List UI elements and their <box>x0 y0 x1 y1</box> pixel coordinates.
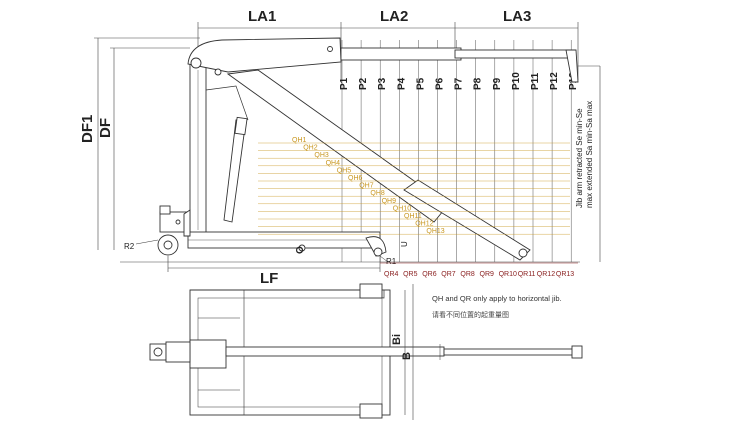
qr-label: QR7 <box>441 271 456 278</box>
qh-label: QH2 <box>303 145 318 152</box>
side-note-line1: Jib arm retracted Se min-Se <box>575 108 584 208</box>
qr-label: QR11 <box>518 271 536 278</box>
qh-label: QH8 <box>370 190 385 197</box>
left-dimension-lines <box>94 37 200 250</box>
df1-label: DF1 <box>79 115 96 143</box>
qh-level-lines <box>258 142 570 235</box>
qr-label: QR5 <box>403 271 418 278</box>
note-cn: 请看不同位置的起重量图 <box>432 310 509 319</box>
p-label: P8 <box>473 77 484 90</box>
df-label: DF <box>97 118 114 138</box>
qh-label: QH11 <box>404 213 422 220</box>
qh-labels: QH1QH2QH3QH4QH5QH6QH7QH8QH9QH10QH11QH12Q… <box>292 137 445 235</box>
p-label: P6 <box>435 77 446 90</box>
crane-side-view <box>157 37 579 261</box>
p-labels: P1P2P3P4P5P6P7P8P9P10P11P12P13 <box>339 72 579 90</box>
lf-label: LF <box>260 270 278 287</box>
p-label: P11 <box>530 72 541 90</box>
qr-label: QR6 <box>422 271 437 278</box>
side-note-line2: max extended Sa min-Sa max <box>585 101 594 208</box>
qr-label: QR9 <box>480 271 495 278</box>
qh-label: QH7 <box>359 183 374 190</box>
qr-label: QR10 <box>499 271 517 278</box>
p-label: P3 <box>377 77 388 90</box>
crane-top-view <box>149 283 583 419</box>
p-label: P2 <box>358 77 369 90</box>
qh-label: QH6 <box>348 175 363 182</box>
p-label: P4 <box>396 77 407 90</box>
r2-label: R2 <box>124 242 135 251</box>
side-bracket <box>578 65 601 262</box>
p-label: P5 <box>415 77 426 90</box>
qr-label: QR12 <box>537 271 555 278</box>
r-arrows <box>135 239 389 263</box>
p-label: P1 <box>339 77 350 90</box>
p-guide-lines <box>341 40 572 262</box>
qh-label: QH1 <box>292 137 307 144</box>
la1-label: LA1 <box>248 8 276 25</box>
b-label: B <box>401 352 413 360</box>
qh-label: QH4 <box>326 160 341 167</box>
qr-label: QR8 <box>460 271 475 278</box>
bi-label: Bi <box>391 334 403 345</box>
p-label: P7 <box>454 77 465 90</box>
qr-label: QR13 <box>556 271 574 278</box>
note-en: QH and QR only apply to horizontal jib. <box>432 294 562 303</box>
la3-label: LA3 <box>503 8 531 25</box>
u-label: U <box>400 241 409 247</box>
p-label: P9 <box>492 77 503 90</box>
b-dimension-lines <box>404 284 414 420</box>
qh-label: QH13 <box>426 228 444 235</box>
la2-label: LA2 <box>380 8 408 25</box>
qh-label: QH5 <box>337 167 352 174</box>
p-label: P10 <box>511 72 522 90</box>
p-label: P12 <box>549 72 560 90</box>
qh-label: QH10 <box>393 205 411 212</box>
qh-label: QH9 <box>382 198 397 205</box>
qh-label: QH3 <box>314 152 329 159</box>
o-label: O <box>295 246 306 254</box>
r1-label: R1 <box>386 257 397 266</box>
qr-label: QR4 <box>384 271 399 278</box>
lf-dimension <box>120 256 580 272</box>
qh-label: QH12 <box>415 221 433 228</box>
